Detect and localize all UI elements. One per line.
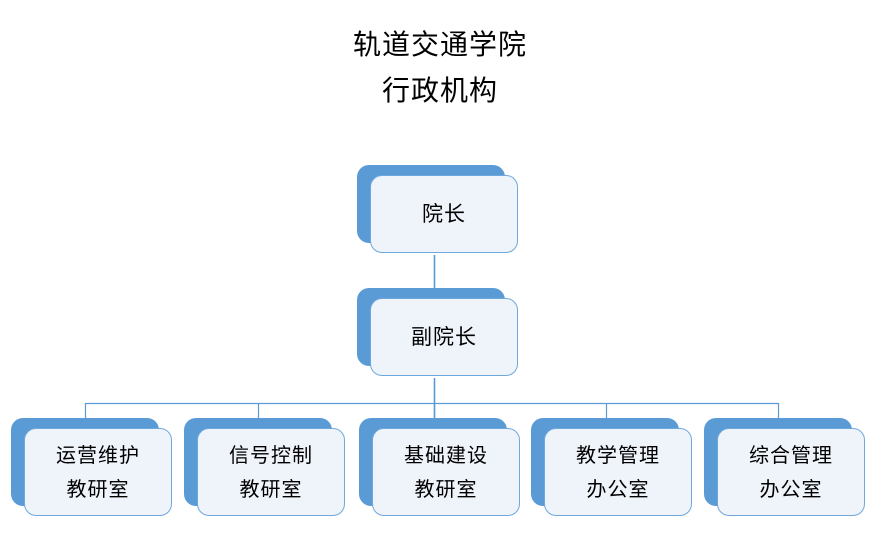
chart-title: 轨道交通学院 行政机构 (0, 22, 880, 114)
org-node-infrastructure-construction[interactable]: 基础建设 教研室 (359, 418, 520, 516)
node-label-vice-dean: 副院长 (411, 325, 477, 349)
node-label-line-2: 办公室 (586, 477, 650, 501)
org-node-signal-control[interactable]: 信号控制 教研室 (184, 418, 345, 516)
node-card[interactable]: 院长 (370, 175, 518, 253)
node-label-line-2: 教研室 (66, 477, 130, 501)
node-card[interactable]: 基础建设 教研室 (372, 428, 520, 516)
node-label-dean: 院长 (422, 202, 466, 226)
node-card[interactable]: 综合管理 办公室 (717, 428, 865, 516)
node-card[interactable]: 教学管理 办公室 (544, 428, 692, 516)
node-label-line-2: 办公室 (759, 477, 823, 501)
node-label-line-2: 教研室 (414, 477, 478, 501)
node-label-line-1: 信号控制 (229, 443, 313, 467)
node-label-line-1: 基础建设 (404, 443, 488, 467)
org-node-vice-dean[interactable]: 副院长 (357, 288, 518, 376)
org-node-operations-maintenance[interactable]: 运营维护 教研室 (11, 418, 172, 516)
node-card[interactable]: 信号控制 教研室 (197, 428, 345, 516)
org-node-dean[interactable]: 院长 (357, 165, 518, 253)
org-node-general-management-office[interactable]: 综合管理 办公室 (704, 418, 865, 516)
chart-title-line-1: 轨道交通学院 (352, 28, 527, 61)
node-label-line-1: 教学管理 (576, 443, 660, 467)
node-card[interactable]: 副院长 (370, 298, 518, 376)
org-node-teaching-management-office[interactable]: 教学管理 办公室 (531, 418, 692, 516)
node-label-line-2: 教研室 (239, 477, 303, 501)
chart-title-line-2: 行政机构 (381, 74, 498, 107)
node-card[interactable]: 运营维护 教研室 (24, 428, 172, 516)
node-label-line-1: 运营维护 (56, 443, 140, 467)
node-label-line-1: 综合管理 (749, 443, 833, 467)
